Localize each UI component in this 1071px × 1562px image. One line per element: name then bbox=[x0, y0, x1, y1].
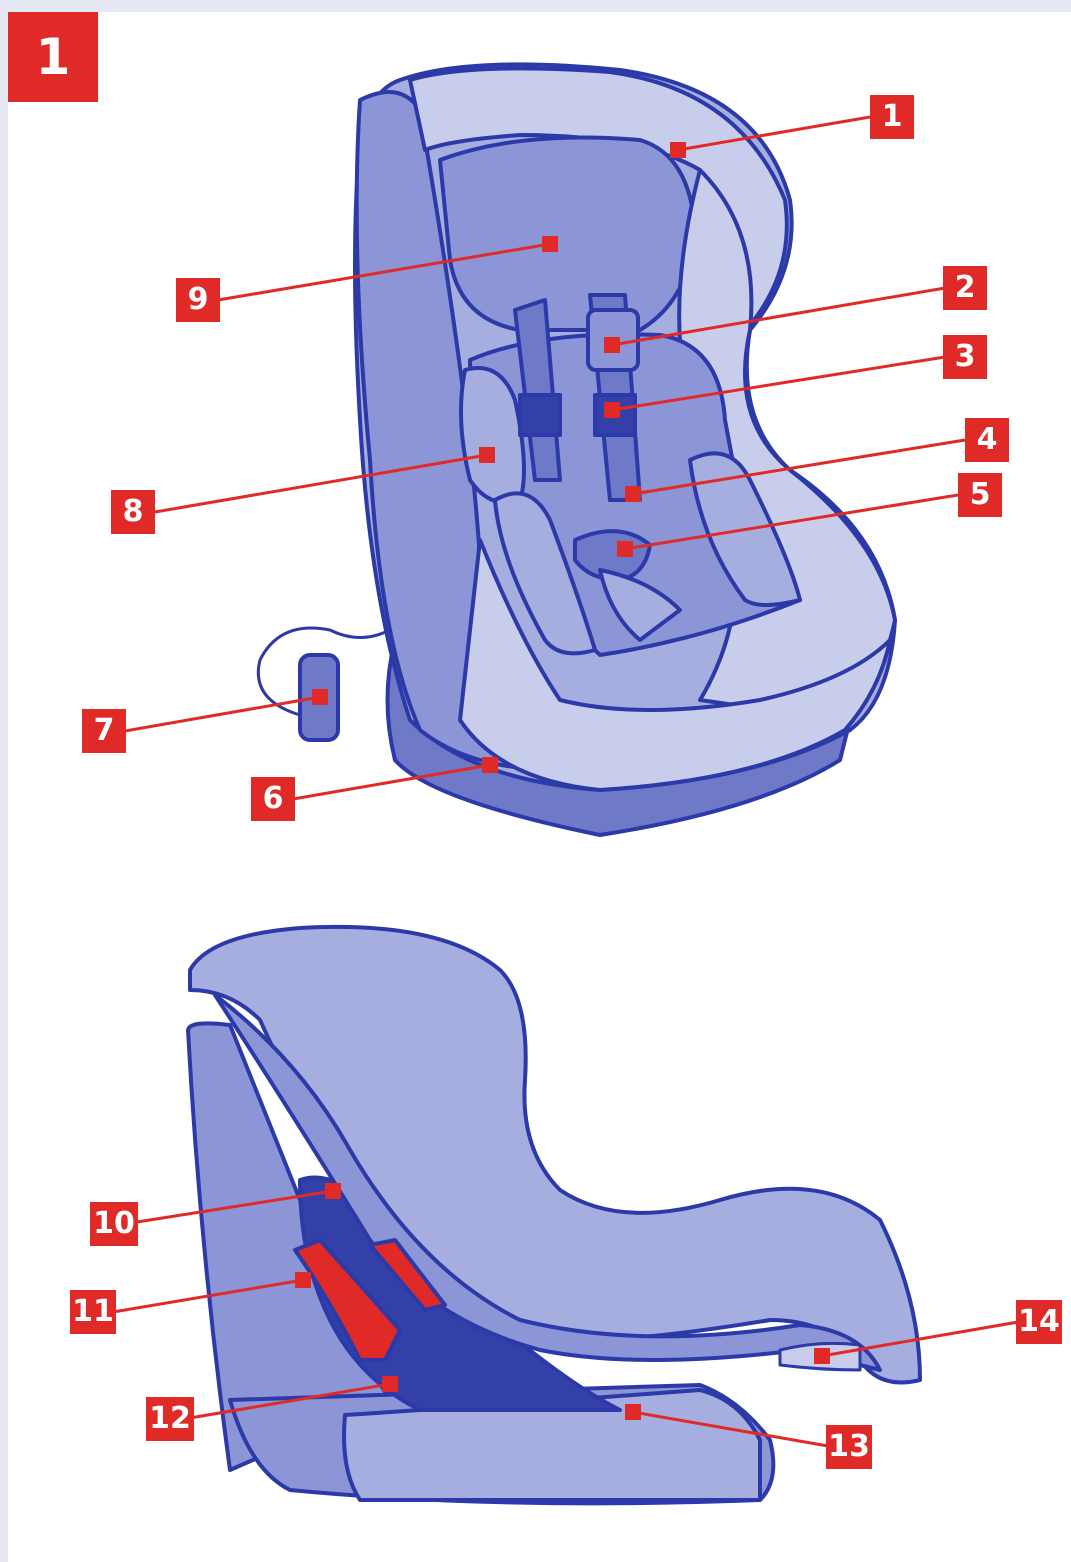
anchor-dot bbox=[482, 757, 498, 773]
anchor-dot bbox=[604, 337, 620, 353]
anchor-dot bbox=[479, 447, 495, 463]
callout-4: 4 bbox=[965, 418, 1009, 462]
side-view-seat bbox=[188, 927, 920, 1503]
callout-2: 2 bbox=[943, 266, 987, 310]
anchor-dot bbox=[625, 1404, 641, 1420]
callout-11: 11 bbox=[70, 1290, 116, 1334]
callout-9: 9 bbox=[176, 278, 220, 322]
callout-13: 13 bbox=[826, 1425, 872, 1469]
chest-clip-left bbox=[520, 395, 560, 435]
anchor-dot bbox=[617, 541, 633, 557]
callout-14: 14 bbox=[1016, 1300, 1062, 1344]
callout-8: 8 bbox=[111, 490, 155, 534]
inner-headrest bbox=[440, 138, 695, 331]
anchor-dot bbox=[670, 142, 686, 158]
anchor-dot bbox=[604, 402, 620, 418]
anchor-dot bbox=[814, 1348, 830, 1364]
figure-number-badge: 1 bbox=[8, 12, 98, 102]
anchor-dot bbox=[382, 1376, 398, 1392]
callout-5: 5 bbox=[958, 473, 1002, 517]
callout-7: 7 bbox=[82, 709, 126, 753]
anchor-dot bbox=[325, 1183, 341, 1199]
callout-6: 6 bbox=[251, 777, 295, 821]
front-view-seat bbox=[258, 64, 895, 835]
anchor-dot bbox=[542, 236, 558, 252]
anchor-dot bbox=[295, 1272, 311, 1288]
callout-12: 12 bbox=[146, 1397, 194, 1441]
callout-1: 1 bbox=[870, 95, 914, 139]
anchor-dot bbox=[312, 689, 328, 705]
callout-10: 10 bbox=[90, 1202, 138, 1246]
anchor-dot bbox=[625, 486, 641, 502]
callout-3: 3 bbox=[943, 335, 987, 379]
